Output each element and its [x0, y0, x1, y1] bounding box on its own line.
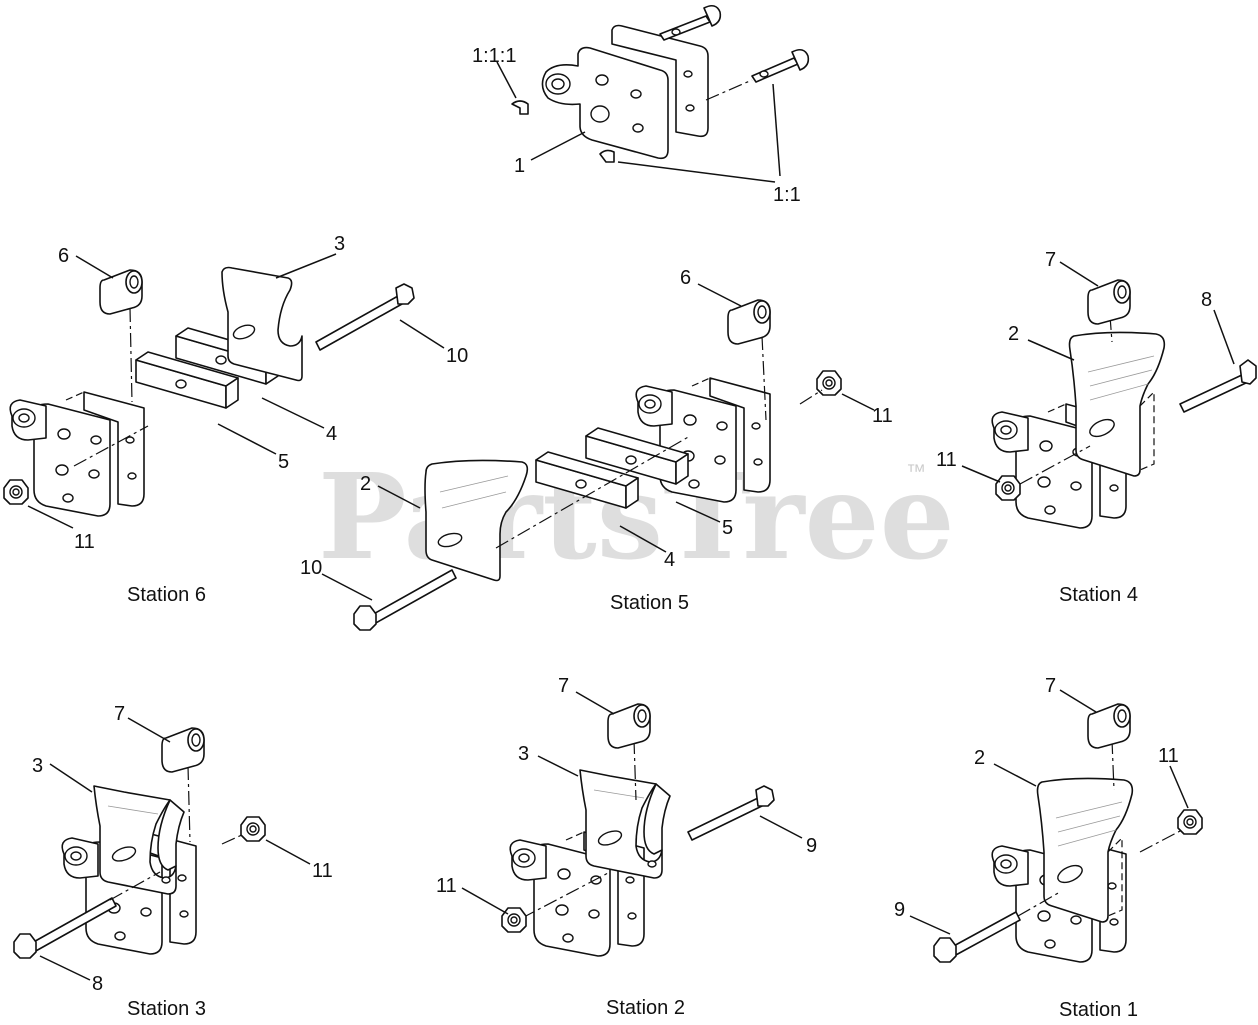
s2-callout-9: 9: [806, 835, 817, 857]
s3-callout-11: 11: [312, 860, 333, 882]
hitch-assembly: [511, 4, 810, 163]
hitch-callouts: 1:1:1 1 1:1: [472, 45, 801, 206]
station-5-callouts: 6 11 2 5 4 10: [300, 267, 893, 601]
s2-callout-7: 7: [558, 675, 569, 697]
station-6-caption: Station 6: [127, 584, 206, 606]
station-3-callouts: 7 3 11 8: [32, 703, 333, 995]
s6-callout-10: 10: [446, 345, 468, 367]
station-3-assembly: [13, 727, 266, 959]
station-4-caption: Station 4: [1059, 584, 1138, 606]
station-1-assembly: [933, 703, 1203, 963]
s5-callout-4: 4: [664, 549, 675, 571]
s1-callout-7: 7: [1045, 675, 1056, 697]
station-1-callouts: 7 2 11 9: [894, 675, 1189, 935]
station-6-callouts: 6 3 10 4 5 11: [27, 233, 468, 553]
s3-callout-3: 3: [32, 755, 43, 777]
s1-callout-11: 11: [1158, 745, 1179, 767]
station-6-assembly: [3, 266, 415, 517]
s5-callout-10: 10: [300, 557, 322, 579]
s4-callout-7: 7: [1045, 249, 1056, 271]
station-4-assembly: [991, 279, 1257, 529]
s6-callout-4: 4: [326, 423, 337, 445]
s6-callout-6: 6: [58, 245, 69, 267]
station-2-callouts: 7 3 9 11: [436, 675, 817, 915]
station-5-caption: Station 5: [610, 592, 689, 614]
station-2-caption: Station 2: [606, 997, 685, 1019]
s6-callout-3: 3: [334, 233, 345, 255]
s2-callout-3: 3: [518, 743, 529, 765]
s5-callout-5: 5: [722, 517, 733, 539]
station-4-callouts: 7 8 2 11: [936, 249, 1235, 483]
s1-callout-9: 9: [894, 899, 905, 921]
station-5-assembly: [353, 299, 842, 631]
s5-callout-2: 2: [360, 473, 371, 495]
station-2-assembly: [501, 703, 775, 957]
station-1-caption: Station 1: [1059, 999, 1138, 1021]
s4-callout-2: 2: [1008, 323, 1019, 345]
trademark-symbol: ™: [906, 461, 926, 483]
callout-1: 1: [514, 155, 525, 177]
s1-callout-2: 2: [974, 747, 985, 769]
s6-callout-11: 11: [74, 531, 95, 553]
s3-callout-7: 7: [114, 703, 125, 725]
s2-callout-11: 11: [436, 875, 457, 897]
s4-callout-11: 11: [936, 449, 957, 471]
s6-callout-5: 5: [278, 451, 289, 473]
s4-callout-8: 8: [1201, 289, 1212, 311]
s5-callout-6: 6: [680, 267, 691, 289]
callout-1-1: 1:1: [773, 184, 801, 206]
callout-1-1-1: 1:1:1: [472, 45, 516, 67]
station-3-caption: Station 3: [127, 998, 206, 1020]
s3-callout-8: 8: [92, 973, 103, 995]
s5-callout-11: 11: [872, 405, 893, 427]
